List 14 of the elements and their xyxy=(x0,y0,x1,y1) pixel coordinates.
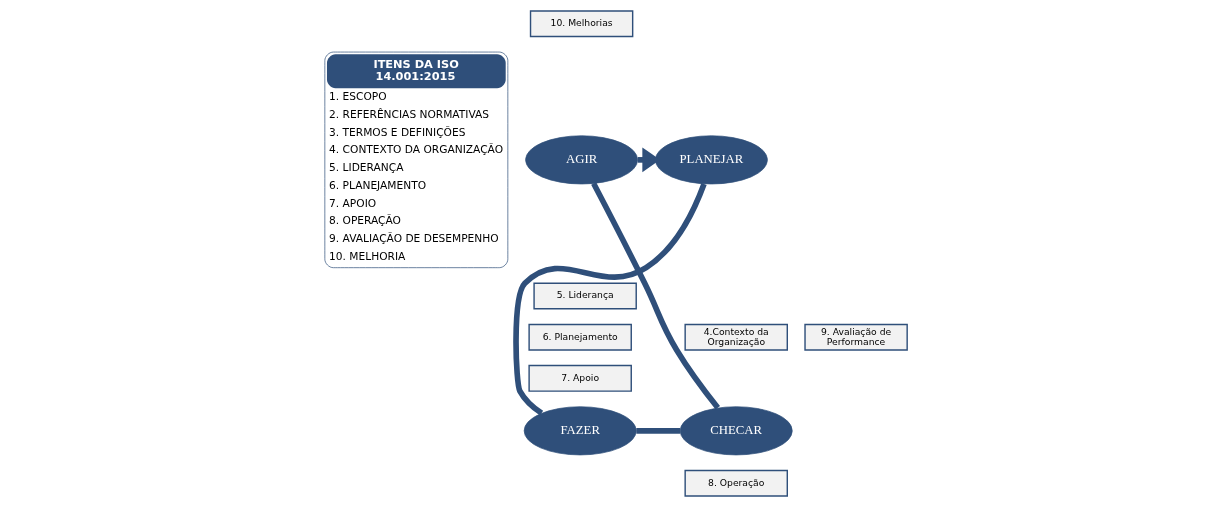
connector xyxy=(636,428,681,434)
node-box: 6. Planejamento xyxy=(528,323,632,351)
node-ellipse: AGIR xyxy=(525,135,638,185)
node-box: 9. Avaliação de Performance xyxy=(804,323,908,351)
connector xyxy=(513,182,707,416)
node-ellipse: FAZER xyxy=(523,406,637,456)
node-ellipse: CHECAR xyxy=(679,406,793,456)
connector xyxy=(591,182,720,410)
node-ellipse: PLANEJAR xyxy=(655,135,768,185)
node-box: 10. Melhorias xyxy=(529,10,634,38)
node-box: 7. Apoio xyxy=(528,364,632,392)
node-box: 4.Contexto da Organização xyxy=(684,323,788,351)
node-box: 8. Operação xyxy=(684,469,788,497)
node-box: 5. Liderança xyxy=(533,282,637,310)
